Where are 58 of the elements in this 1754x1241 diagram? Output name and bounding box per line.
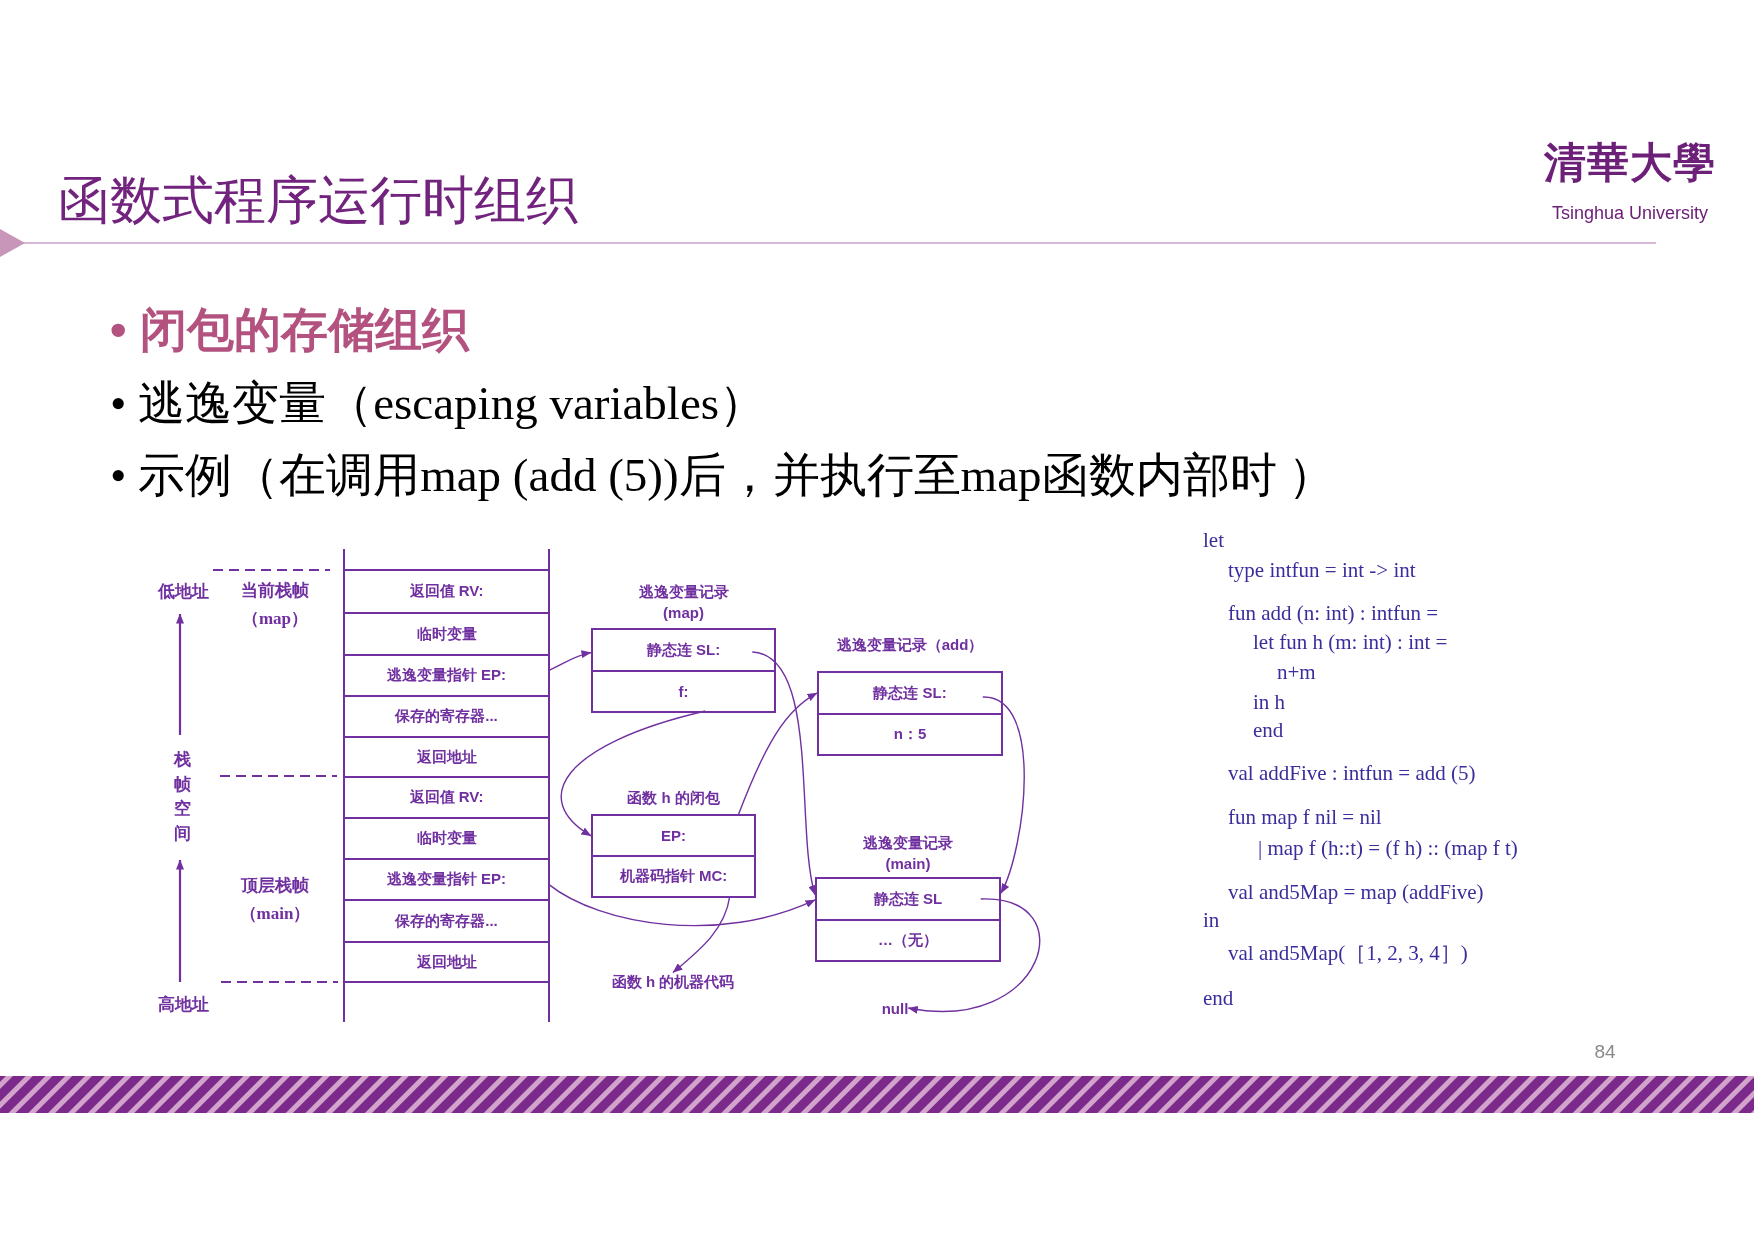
pointer-arrow <box>907 898 1041 1013</box>
code-line: n+m <box>1277 659 1316 685</box>
record-field: 静态连 SL: <box>593 630 774 670</box>
closure-title: 函数 h 的闭包 <box>627 788 720 808</box>
stack-cell: 保存的寄存器... <box>344 899 549 941</box>
stack-cell: 临时变量 <box>344 612 549 654</box>
code-line: val and5Map(［1, 2, 3, 4］) <box>1228 940 1468 967</box>
code-line: end <box>1253 717 1284 743</box>
stack-cell: 临时变量 <box>344 817 549 858</box>
bullet-item: • 示例（在调用map (add (5))后，并执行至map函数内部时 ） <box>110 447 1336 503</box>
address-label: 低地址 <box>157 580 209 603</box>
pointer-arrow <box>672 895 731 974</box>
code-line: in h <box>1253 689 1286 715</box>
record-title: 逃逸变量记录 (map) <box>637 582 730 623</box>
bullet-item: • 逃逸变量（escaping variables） <box>110 375 767 431</box>
code-line: in <box>1203 907 1220 933</box>
address-label: 高地址 <box>157 993 209 1016</box>
code-line: end <box>1203 985 1234 1011</box>
stack-cell: 返回值 RV: <box>344 776 549 817</box>
code-line: let <box>1203 527 1224 553</box>
frame-label: 当前栈帧（map） <box>240 580 310 630</box>
stack-cell: 保存的寄存器... <box>344 695 549 736</box>
record-field: n：5 <box>819 713 1001 754</box>
pointer-arrow <box>982 696 1025 894</box>
code-line: | map f (h::t) = (f h) :: (map f t) <box>1258 835 1518 861</box>
record-field: f: <box>593 670 774 711</box>
frame-label: 顶层栈帧（main） <box>238 875 312 925</box>
bullet-item: • 闭包的存储组织 <box>110 301 469 358</box>
pointer-arrow <box>548 883 816 927</box>
stack-cell: 逃逸变量指针 EP: <box>344 654 549 695</box>
pointer-target-label: null <box>881 999 909 1017</box>
record-field: 静态连 SL <box>817 879 999 919</box>
pointer-arrow <box>737 692 818 817</box>
record-field: …（无） <box>817 919 999 960</box>
code-line: val addFive : intfun = add (5) <box>1228 760 1476 786</box>
pointer-arrow <box>548 650 592 672</box>
university-name: 清華大學 <box>1544 137 1716 189</box>
pointer-arrow <box>560 710 706 837</box>
record-field: 静态连 SL: <box>819 673 1001 713</box>
closure-field: 机器码指针 MC: <box>593 855 754 896</box>
stack-space-label: 栈帧空间 <box>173 749 191 845</box>
stack-cell: 返回地址 <box>344 941 549 983</box>
slide-title: 函数式程序运行时组织 <box>58 170 578 231</box>
closure-field: EP: <box>593 816 754 855</box>
code-line: let fun h (m: int) : int = <box>1253 629 1448 655</box>
pointer-target-label: 函数 h 的机器代码 <box>611 972 735 992</box>
university-name: Tsinghua University <box>1551 202 1709 224</box>
stack-cell: 返回值 RV: <box>344 569 549 612</box>
pointer-arrow <box>751 651 817 896</box>
code-line: type intfun = int -> int <box>1228 557 1416 583</box>
code-line: fun add (n: int) : intfun = <box>1228 600 1439 626</box>
record-title: 逃逸变量记录 (main) <box>862 833 954 874</box>
code-line: val and5Map = map (addFive) <box>1228 879 1484 905</box>
code-line: fun map f nil = nil <box>1228 804 1382 830</box>
stack-cell: 逃逸变量指针 EP: <box>344 858 549 899</box>
page-number: 84 <box>1594 1041 1616 1063</box>
stack-cell: 返回地址 <box>344 736 549 776</box>
record-title: 逃逸变量记录（add） <box>836 635 984 655</box>
